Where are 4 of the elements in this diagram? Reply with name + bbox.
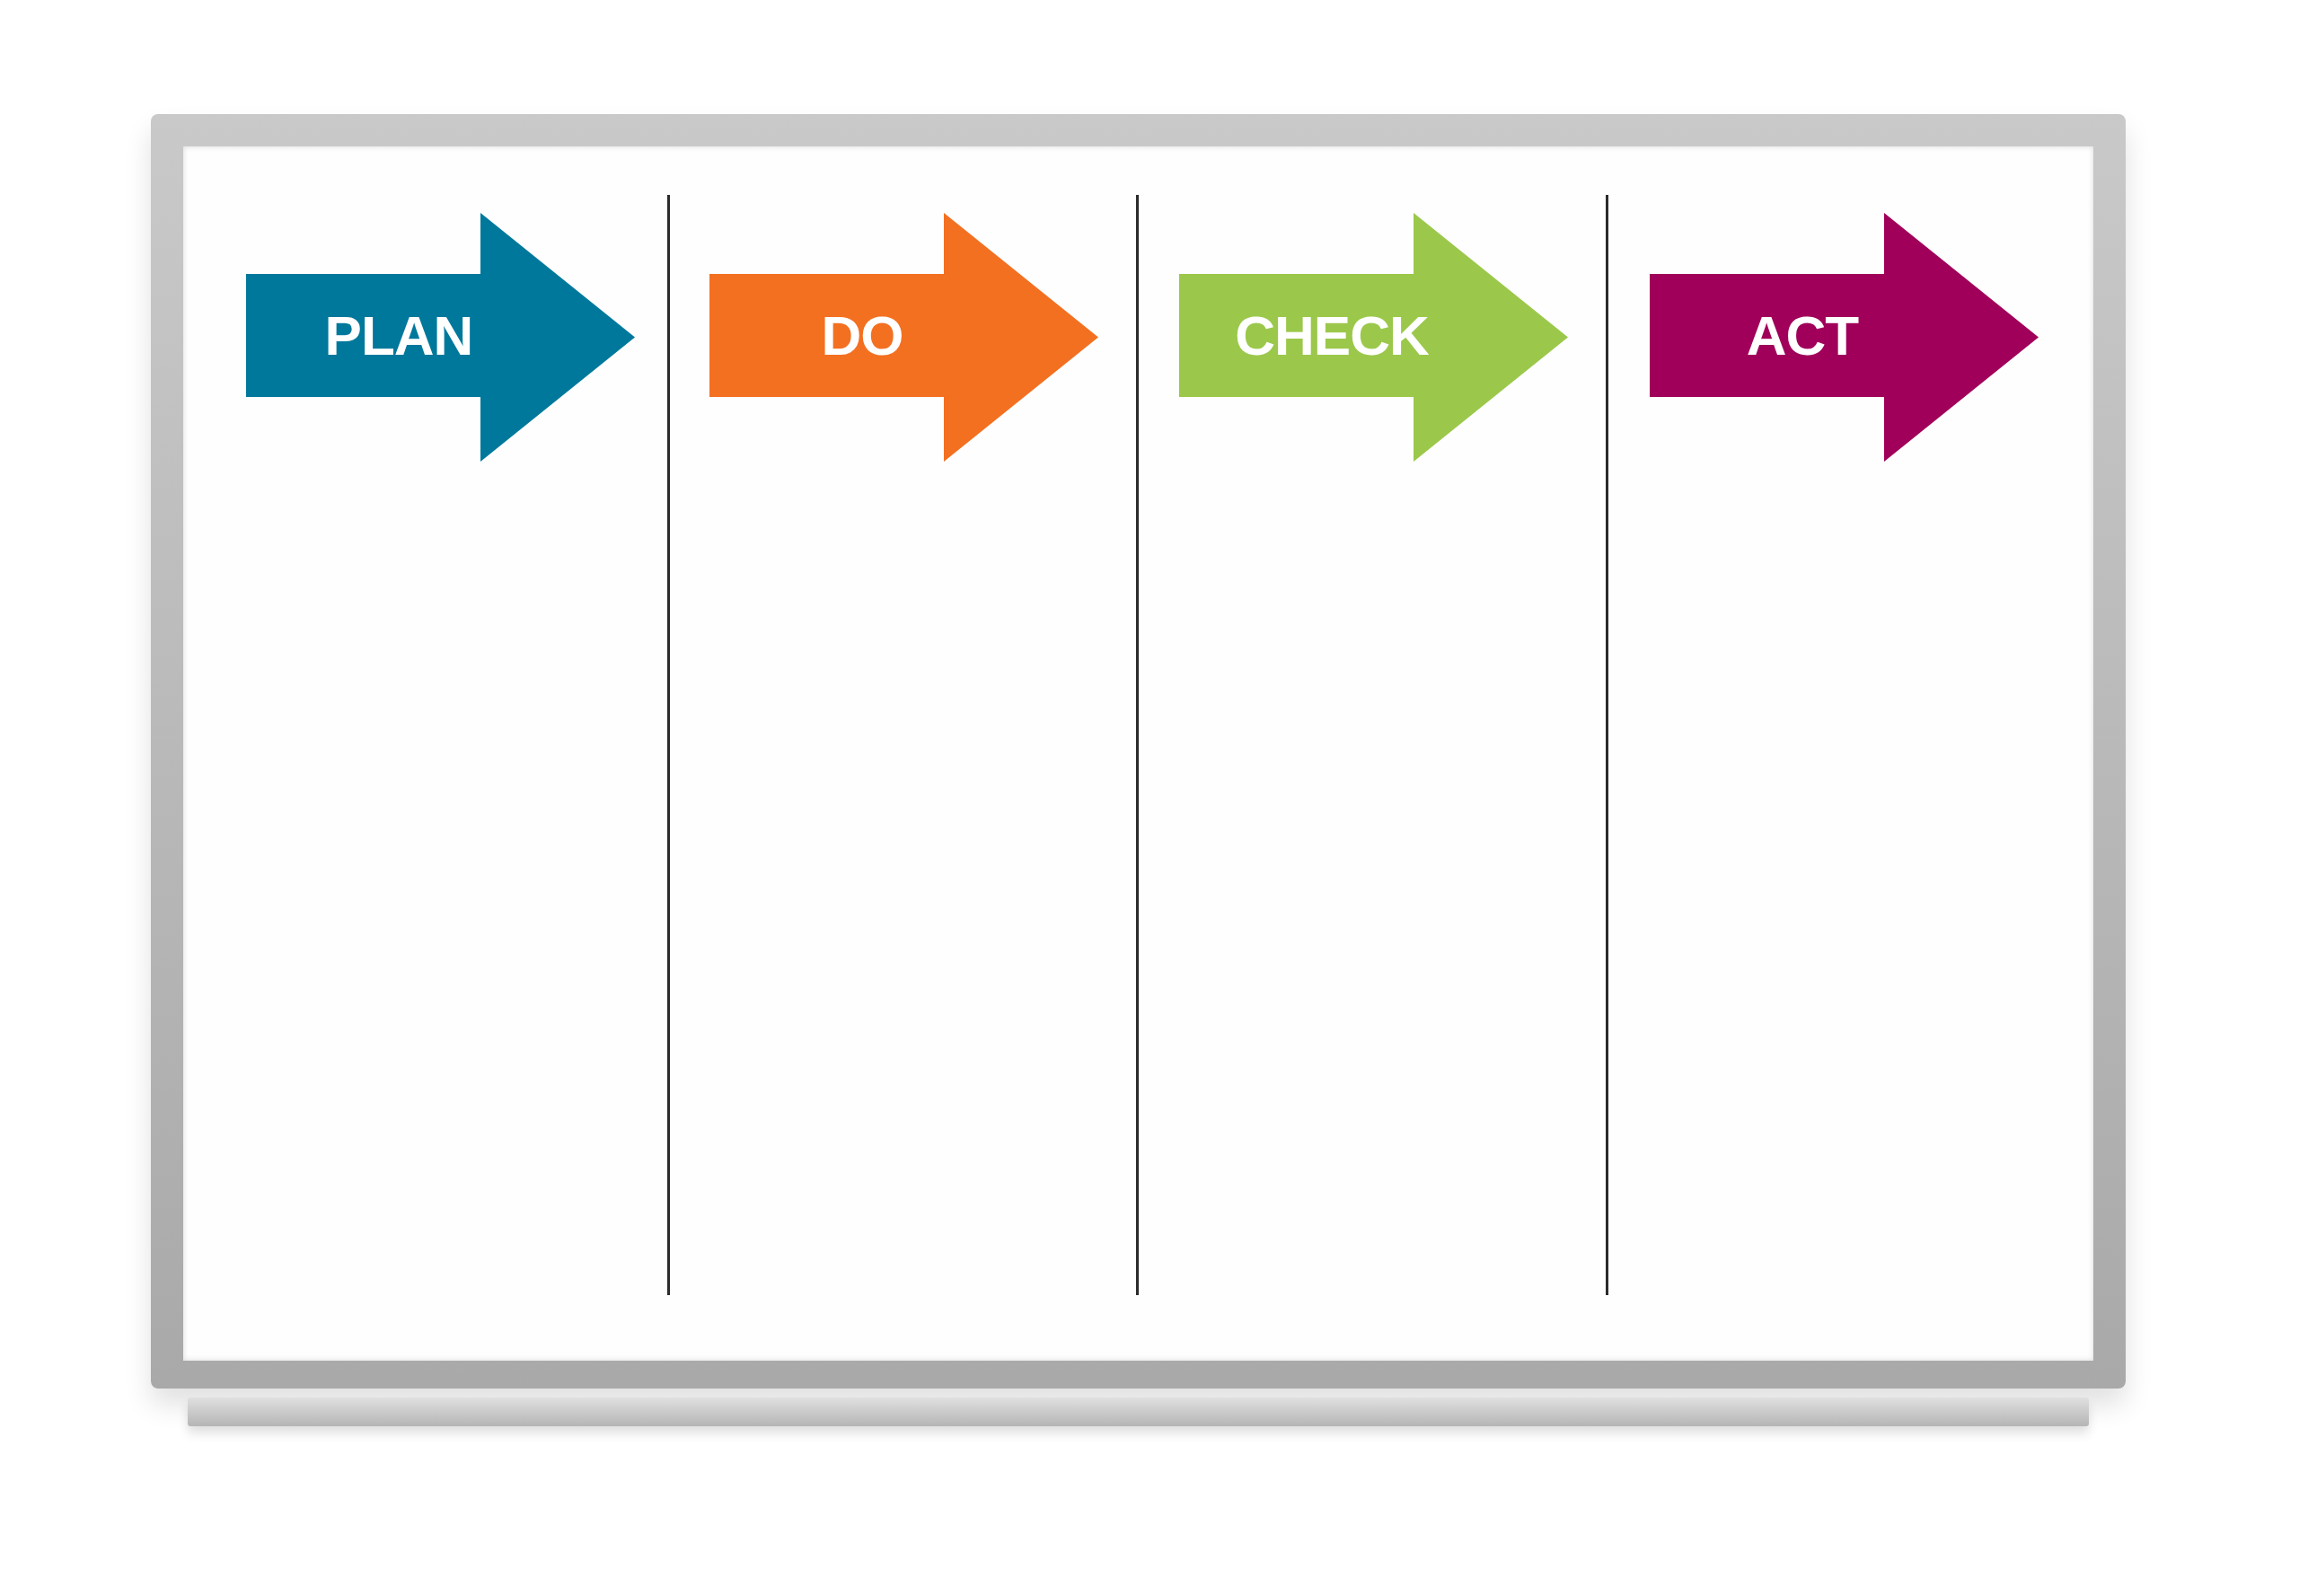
- step-label: CHECK: [1234, 304, 1430, 368]
- step-label: PLAN: [323, 304, 474, 368]
- step-label: ACT: [1745, 304, 1860, 368]
- step-label: DO: [820, 304, 904, 368]
